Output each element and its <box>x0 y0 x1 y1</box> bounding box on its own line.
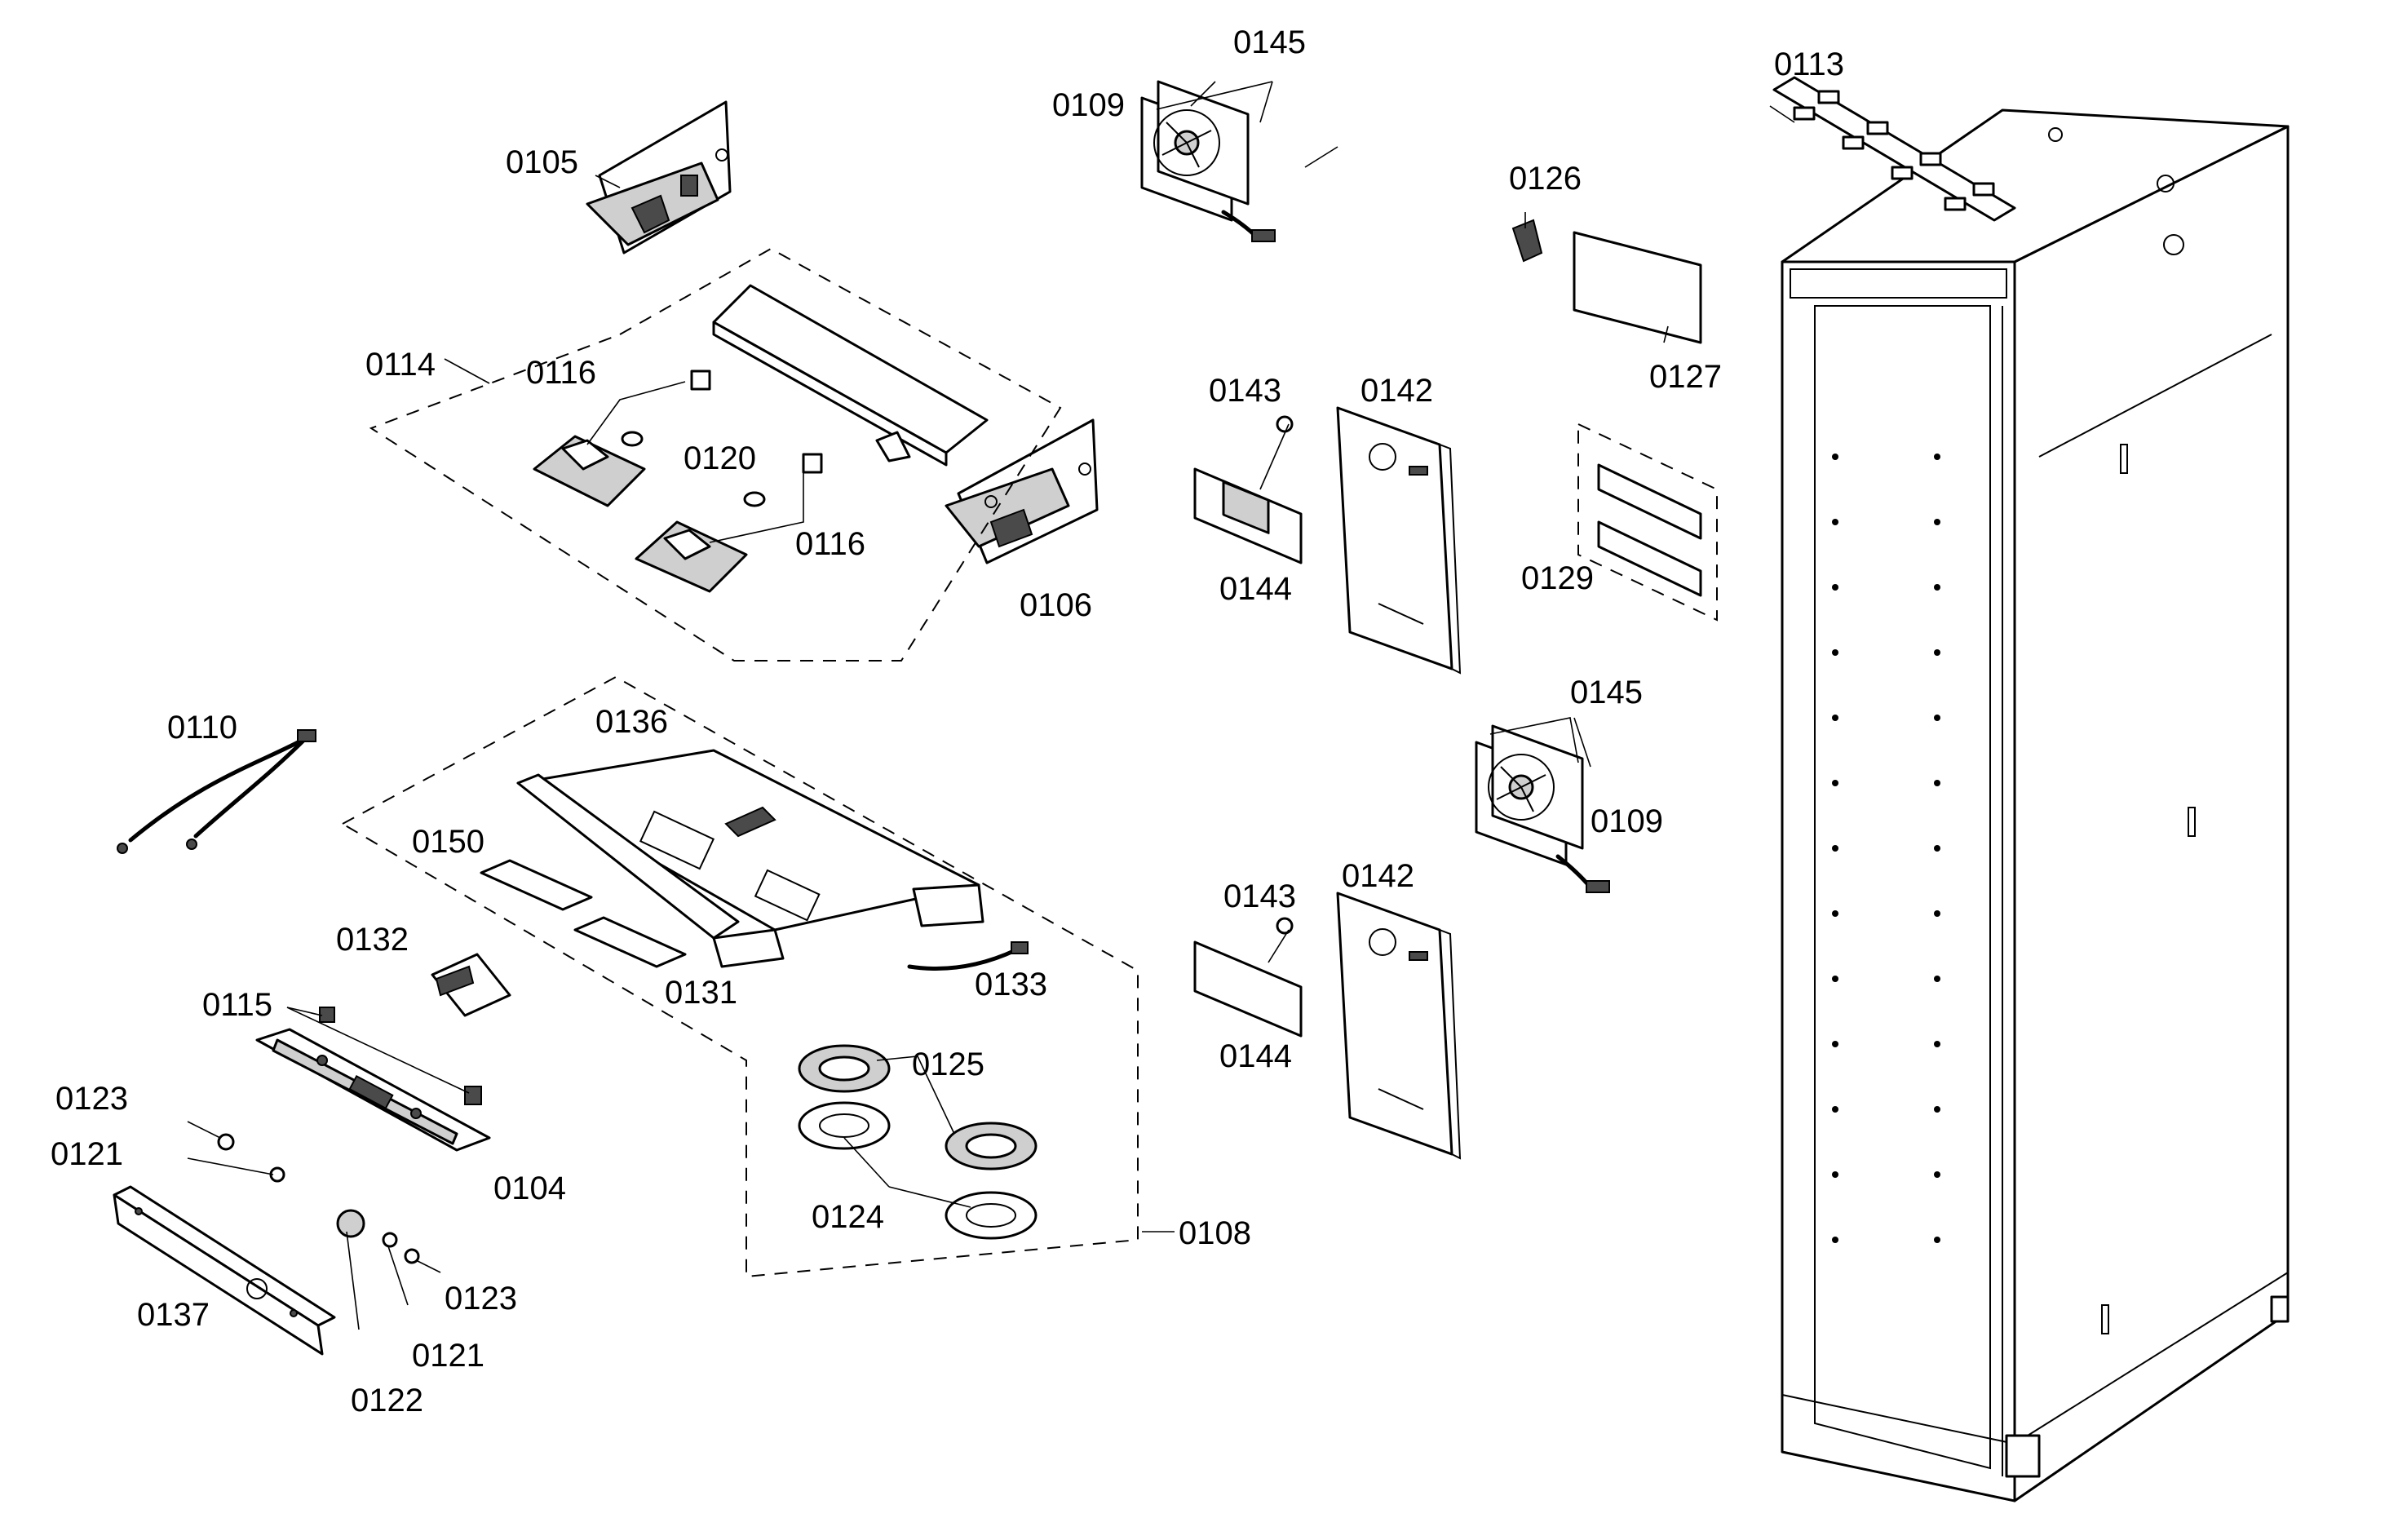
callout-0143-upper: 0143 <box>1209 373 1281 409</box>
shelf-support-upper[interactable] <box>1597 463 1702 540</box>
callout-0113: 0113 <box>1774 46 1844 82</box>
upper-hinge-bracket[interactable] <box>586 100 732 254</box>
control-board-0136[interactable] <box>724 806 776 838</box>
grommet-upper[interactable] <box>1276 415 1294 433</box>
cover-strip-0131[interactable] <box>573 916 687 968</box>
sensor-cable-0133[interactable] <box>907 941 1029 971</box>
gasket-ring-upper[interactable] <box>798 1101 891 1150</box>
callout-0142-lower: 0142 <box>1342 858 1414 894</box>
callout-0114: 0114 <box>365 347 436 383</box>
shelf-pin-holes <box>1832 454 1940 1243</box>
callout-0122: 0122 <box>351 1383 423 1418</box>
top-mounting-rail[interactable] <box>1772 76 2016 222</box>
callout-0106: 0106 <box>1020 587 1092 623</box>
light-housing-outline <box>369 247 1062 662</box>
callout-0123-right: 0123 <box>445 1281 517 1317</box>
callout-0127: 0127 <box>1649 359 1722 395</box>
callout-0108: 0108 <box>1179 1215 1251 1251</box>
callout-0105: 0105 <box>506 144 578 180</box>
front-trim-plate-0137[interactable] <box>113 1185 336 1356</box>
callout-0125: 0125 <box>912 1047 984 1082</box>
fan-upper[interactable] <box>1140 80 1276 242</box>
insulation-pad-upper[interactable] <box>1193 467 1303 564</box>
callout-0150: 0150 <box>412 824 484 860</box>
cabinet-housing[interactable] <box>1781 108 2290 1502</box>
evaporator-cover-upper[interactable] <box>1336 406 1462 675</box>
grommet-lower[interactable] <box>1276 917 1294 935</box>
callout-0137: 0137 <box>137 1297 210 1333</box>
knob-0122[interactable] <box>336 1209 365 1238</box>
callout-0142-upper: 0142 <box>1360 373 1433 409</box>
callout-0116-lower: 0116 <box>795 526 865 562</box>
shelf-support-lower[interactable] <box>1597 520 1702 597</box>
control-panel-0104[interactable] <box>255 1028 491 1152</box>
switch-0126[interactable] <box>1511 219 1543 263</box>
bulb-clip-left[interactable] <box>690 370 711 391</box>
bulb-clip-right[interactable] <box>802 453 823 474</box>
button-0123-left[interactable] <box>217 1133 235 1151</box>
cover-strip-0150[interactable] <box>480 859 593 911</box>
vent-ring-upper[interactable] <box>798 1044 891 1093</box>
shelf-support-group <box>1577 423 1718 622</box>
sensor-0132[interactable] <box>431 953 511 1017</box>
callout-0121-right: 0121 <box>412 1338 484 1374</box>
lamp-socket-left[interactable] <box>533 435 646 507</box>
callout-0144-upper: 0144 <box>1219 571 1292 607</box>
callout-0120: 0120 <box>684 440 756 476</box>
light-cover-strip[interactable] <box>712 284 989 467</box>
callout-0133: 0133 <box>975 967 1047 1002</box>
callout-0131: 0131 <box>665 975 737 1011</box>
lamp-bulb-left[interactable] <box>621 431 644 447</box>
callout-0136: 0136 <box>595 704 668 740</box>
callout-0110: 0110 <box>167 710 237 746</box>
wire-harness[interactable] <box>117 729 316 854</box>
label-plate-0127[interactable] <box>1573 231 1702 344</box>
button-0121-right[interactable] <box>382 1232 398 1248</box>
lower-hinge-bracket[interactable] <box>945 418 1099 564</box>
lamp-bulb-right[interactable] <box>743 491 766 507</box>
callout-0121-left: 0121 <box>51 1136 123 1172</box>
callout-0116-upper: 0116 <box>526 355 596 391</box>
fan-lower[interactable] <box>1475 724 1610 893</box>
callout-labels: 0105 0114 0116 0120 0116 0106 0109 0145 … <box>51 24 1844 1418</box>
gasket-ring-lower[interactable] <box>945 1191 1038 1240</box>
lamp-socket-right[interactable] <box>635 520 748 593</box>
callout-0123-left: 0123 <box>55 1081 128 1117</box>
callout-0124: 0124 <box>812 1199 884 1235</box>
callout-0109-upper: 0109 <box>1052 87 1125 123</box>
insulation-pad-lower[interactable] <box>1193 940 1303 1038</box>
callout-0109-lower: 0109 <box>1591 803 1663 839</box>
connector-0115-left[interactable] <box>319 1007 335 1023</box>
vent-ring-lower[interactable] <box>945 1122 1038 1170</box>
control-tray[interactable] <box>516 749 984 968</box>
callout-0144-lower: 0144 <box>1219 1038 1292 1074</box>
callout-0129: 0129 <box>1521 560 1594 596</box>
callout-0126: 0126 <box>1509 161 1582 197</box>
callout-0145-upper: 0145 <box>1233 24 1306 60</box>
callout-0104: 0104 <box>493 1170 566 1206</box>
callout-0115: 0115 <box>202 987 272 1023</box>
evaporator-cover-lower[interactable] <box>1336 892 1462 1160</box>
callout-0132: 0132 <box>336 922 409 958</box>
button-0123-right[interactable] <box>404 1248 420 1264</box>
callout-0143-lower: 0143 <box>1223 878 1296 914</box>
control-housing-outline <box>342 675 1139 1278</box>
callout-0145-lower: 0145 <box>1570 675 1643 710</box>
leader-lines <box>187 81 1795 1330</box>
connector-0115-right[interactable] <box>464 1086 482 1105</box>
